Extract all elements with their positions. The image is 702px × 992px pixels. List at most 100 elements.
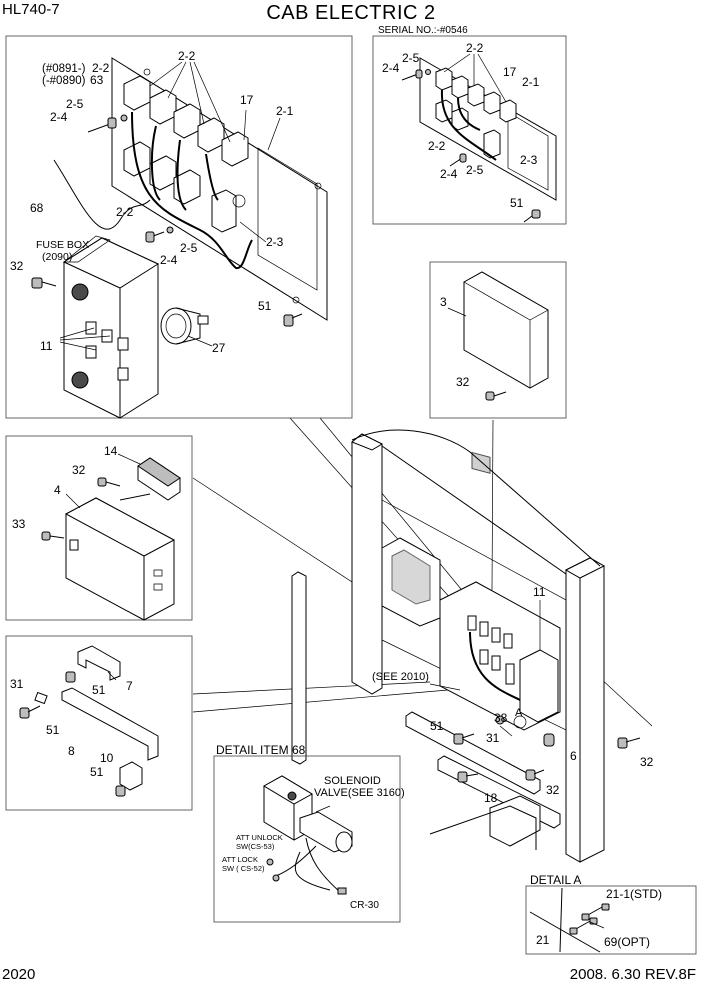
solenoid-label-line1: SOLENOID [324,775,381,787]
part-label-2-5: 2-5 [402,51,420,65]
part-label-2-3: 2-3 [266,235,284,249]
part-label-7: 7 [126,679,133,693]
module-item-4 [64,497,176,621]
screw-18-cab [457,771,479,783]
cab-fuse-box [519,649,559,723]
solenoid-label-line2: VALVE(SEE 3160) [314,787,405,799]
relay-row-bottom [123,141,246,233]
part-label-33: 33 [12,517,26,531]
clip-31 [34,691,48,705]
controller-panel-view: 3 32 [429,261,567,474]
connector-cr-30: CR-30 [350,900,379,911]
part-label-18: 18 [484,791,498,805]
revision-date: 2008. 6.30 REV.8F [569,966,696,983]
att-lock-switch: SW ( CS-52) [222,864,265,873]
part-label-11: 11 [533,585,546,599]
serial-number-note: SERIAL NO.:-#0546 [378,25,468,36]
solenoid-valve [263,775,353,853]
part-label-51: 51 [90,765,104,779]
part-label-2-4: 2-4 [50,110,68,124]
part-label-14: 14 [104,444,118,458]
bracket-8 [61,687,159,761]
serial-range-b: (-#0890) [42,75,86,87]
module-panel-view: 14 32 4 33 [5,435,193,621]
component-6 [543,733,555,747]
washer-2-5-top [120,114,128,122]
att-unlock-label: ATT UNLOCK [236,833,283,842]
screw-32-fuse [31,277,57,289]
model-number: HL740-7 [2,1,60,18]
screw-51-bracket-c [115,785,126,797]
screw-33-module [41,531,65,541]
part-label-17: 17 [240,93,254,107]
detail-a-view: DETAIL A 21-1(STD) 21 69(OPT) [525,873,697,955]
part-label-51: 51 [46,723,60,737]
part-label-2-2: 2-2 [466,41,484,55]
screw-2-4-serial-low [449,153,467,167]
att-unlock-switch: SW(CS-53) [236,842,275,851]
screw-32-cab-right [617,737,641,749]
part-label-32: 32 [640,755,654,769]
part-label-2-1: 2-1 [522,75,540,89]
part-label-21: 21 [536,933,550,947]
plate-cutout [257,147,318,291]
part-label-2-2: 2-2 [116,205,134,219]
part-label-69: 69(OPT) [604,935,650,949]
screw-51-bracket-b [19,705,41,719]
att-lock-label: ATT LOCK [222,855,258,864]
part-label-6: 6 [570,749,577,763]
part-label-21-1: 21-1(STD) [606,887,662,901]
part-label-32: 32 [546,783,560,797]
screw-32-module [97,477,121,487]
flasher-unit [211,189,237,233]
part-label-4: 4 [54,483,61,497]
part-label-2-2: 2-2 [92,61,110,75]
part-label-8: 8 [68,744,75,758]
serial-panel-view: SERIAL NO.:-#0546 2-2 2-5 2-4 17 2-1 2-2… [372,25,567,225]
part-label-68: 68 [30,201,44,215]
part-label-2-4: 2-4 [160,253,178,267]
part-label-2-4: 2-4 [440,167,458,181]
hour-meter-27 [160,307,209,345]
part-label-2-2: 2-2 [428,139,446,153]
detail-a-circle [513,715,527,729]
fuse-box-label: FUSE BOX [36,239,89,251]
part-label-51: 51 [430,719,444,733]
screw-2-4-low [145,231,165,243]
part-label-17: 17 [503,65,517,79]
grommet-38 [495,715,505,725]
part-label-2-5: 2-5 [180,241,198,255]
part-label-31: 31 [10,677,24,691]
part-label-2-4: 2-4 [382,61,400,75]
screw-51-cab [453,733,475,745]
cab-assembly-view: (SEE 2010) 11 51 38 31 A 6 32 32 18 [291,429,654,863]
part-label-11: 11 [40,339,53,353]
screw-2-4-top [87,117,117,133]
part-label-51: 51 [92,683,106,697]
screw-51-bracket-a [65,671,76,683]
main-panel-view: (#0891-) (-#0890) 2-2 2-2 63 2-5 2-4 17 … [5,35,353,419]
fuse-box [62,235,160,419]
part-label-31: 31 [486,731,500,745]
page-title: CAB ELECTRIC 2 [266,2,436,24]
part-label-2-3: 2-3 [520,153,538,167]
part-label-2-2: 2-2 [178,49,196,63]
detail-68-title: DETAIL ITEM 68 [216,743,306,757]
module-item-14 [119,457,181,501]
detail-a-marker: A [515,707,523,719]
part-label-51: 51 [510,196,524,210]
bracket-panel-view: 31 51 7 51 8 10 51 [5,635,193,811]
cab-relays [467,615,515,685]
part-label-3: 3 [440,295,447,309]
screw-32-controller [485,391,507,401]
bracket-7 [77,645,121,681]
detail-a-title: DETAIL A [530,873,581,887]
screw-2-4-serial-top [401,69,423,81]
page-number: 2020 [2,966,36,983]
detail-a-screw-lower [569,917,598,935]
part-label-2-5: 2-5 [66,97,84,111]
detail-a-screw-upper [581,903,610,921]
fuse-box-ref: (2090) [42,251,72,263]
part-label-2-5: 2-5 [466,163,484,177]
